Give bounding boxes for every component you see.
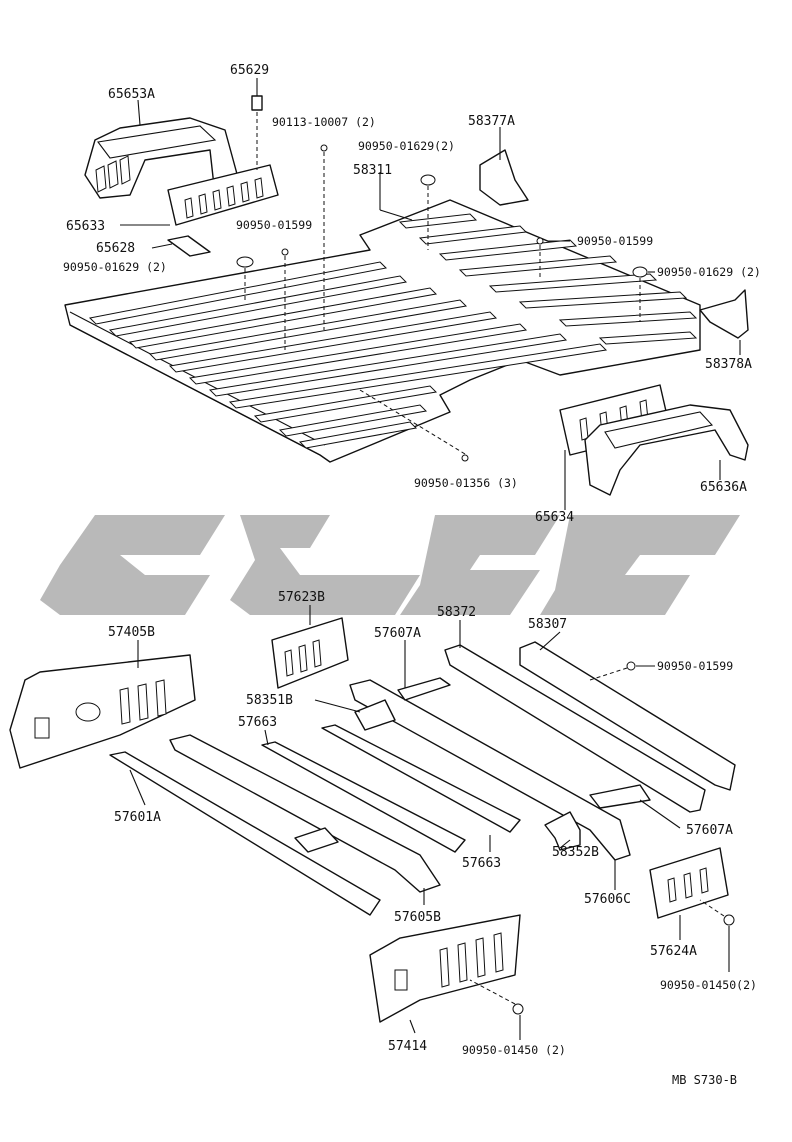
leader-lines [120, 78, 741, 1040]
label-90950-01599-b: 90950-01599 [577, 234, 653, 248]
fastener-90950-01629-b [236, 256, 254, 268]
label-90950-01450-b: 90950-01450(2) [660, 978, 757, 992]
bracket-58378A [699, 289, 749, 339]
label-57663-bottom: 57663 [462, 856, 501, 871]
label-65653A: 65653A [108, 87, 155, 102]
label-57607A-top: 57607A [374, 626, 421, 641]
label-90950-01629-a: 90950-01629(2) [358, 139, 455, 153]
label-58351B: 58351B [246, 693, 293, 708]
label-65636A: 65636A [700, 480, 747, 495]
label-58377A: 58377A [468, 114, 515, 129]
fastener-90950-01450-b [723, 914, 735, 926]
label-57606C: 57606C [584, 892, 631, 907]
label-65628: 65628 [96, 241, 135, 256]
label-90950-01356: 90950-01356 (3) [414, 476, 518, 490]
label-57601A: 57601A [114, 810, 161, 825]
rail-57606C [349, 679, 631, 861]
panel-65633 [167, 164, 279, 226]
rail-58307 [519, 641, 736, 791]
rail-57663-bottom [321, 724, 521, 833]
label-57405B: 57405B [108, 625, 155, 640]
fastener-90950-01599-a [281, 248, 289, 256]
floor-pan-58311 [64, 199, 701, 463]
label-57414: 57414 [388, 1039, 427, 1054]
label-58307: 58307 [528, 617, 567, 632]
label-65633: 65633 [66, 219, 105, 234]
label-57607A-bottom: 57607A [686, 823, 733, 838]
panel-57623B [271, 617, 349, 689]
label-57624A: 57624A [650, 944, 697, 959]
label-90950-01629-b: 90950-01629 (2) [63, 260, 167, 274]
watermark-logo [40, 515, 740, 615]
label-65629: 65629 [230, 63, 269, 78]
label-58352B: 58352B [552, 845, 599, 860]
fasteners [236, 144, 735, 1015]
fastener-90113-10007 [320, 144, 328, 152]
label-90113-10007: 90113-10007 (2) [272, 115, 376, 129]
fastener-90950-01629-a [420, 174, 436, 186]
fastener-90950-01450-a [512, 1003, 524, 1015]
member-57405B [9, 654, 196, 769]
fastener-90950-01599-c [626, 661, 636, 671]
label-58372: 58372 [437, 605, 476, 620]
bracket-58351B [354, 699, 396, 731]
label-65634: 65634 [535, 510, 574, 525]
rail-57663-top [261, 741, 466, 853]
label-57623B: 57623B [278, 590, 325, 605]
label-90950-01629-c: 90950-01629 (2) [657, 265, 761, 279]
bracket-58377A [479, 149, 529, 206]
bracket-57607A-top [397, 677, 451, 701]
clip-65629 [251, 95, 263, 170]
label-90950-01450-a: 90950-01450 (2) [462, 1043, 566, 1057]
fastener-90950-01629-c [632, 266, 648, 278]
label-57605B: 57605B [394, 910, 441, 925]
label-90950-01599-a: 90950-01599 [236, 218, 312, 232]
wheelhouse-65636A [584, 404, 749, 496]
wheelhouse-65653A [84, 117, 241, 199]
plate-57605B [294, 827, 339, 853]
fastener-90950-01356 [461, 454, 469, 462]
bracket-58352B [544, 811, 581, 851]
label-58378A: 58378A [705, 357, 752, 372]
label-90950-01599-c: 90950-01599 [657, 659, 733, 673]
label-58311: 58311 [353, 163, 392, 178]
panel-57414 [369, 914, 521, 1023]
rail-57601A [109, 751, 381, 916]
bracket-57607A-bottom [589, 784, 651, 809]
part-labels: 65653A 65629 90113-10007 (2) 58377A 9095… [63, 63, 761, 1087]
fastener-90950-01599-b [536, 237, 544, 245]
floor-ribs [88, 213, 698, 449]
plate-65628 [167, 235, 211, 257]
panel-57624A [649, 847, 729, 919]
rail-57605B [169, 734, 441, 893]
reference-code: MB S730-B [672, 1073, 737, 1087]
label-57663-top: 57663 [238, 715, 277, 730]
